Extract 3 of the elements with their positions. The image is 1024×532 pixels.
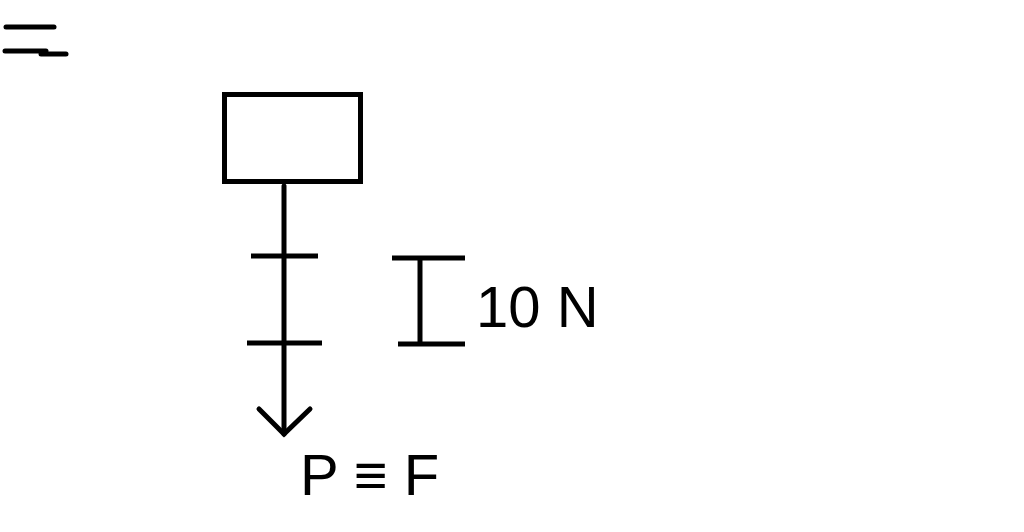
body-box: [222, 92, 363, 184]
equation-text: P ≡ F: [300, 446, 440, 504]
scale-label: 10 N: [476, 278, 599, 336]
